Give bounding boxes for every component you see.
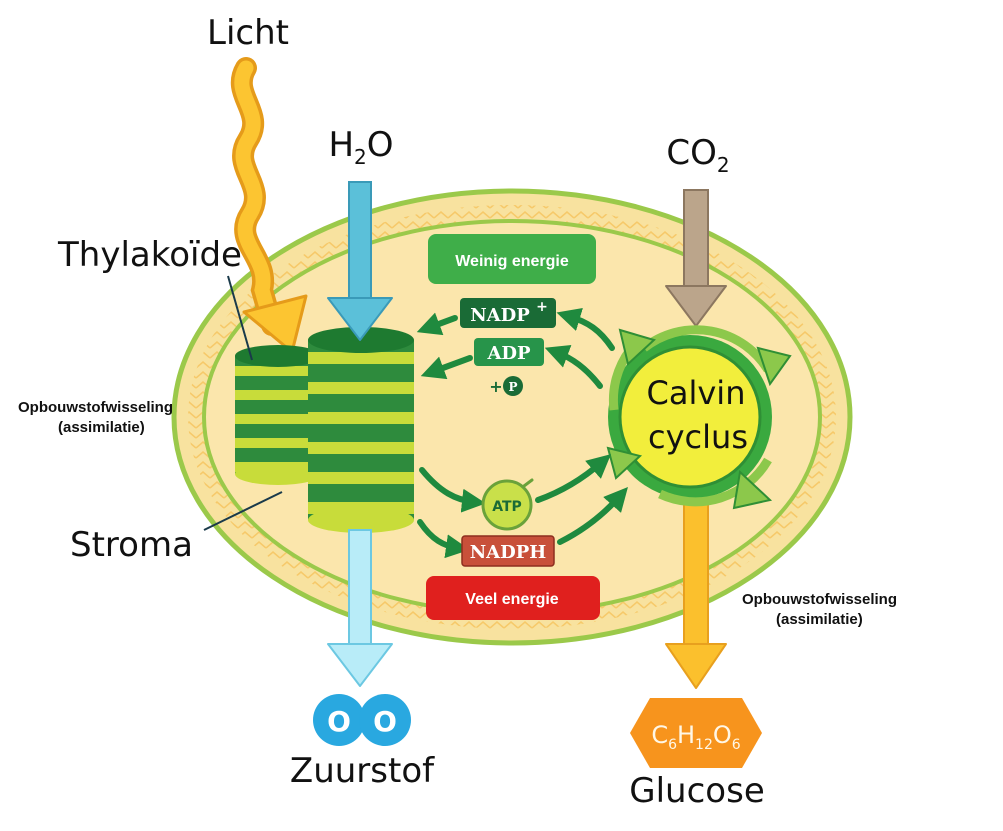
low-energy-box: Weinig energie — [428, 234, 596, 284]
glucose-label: Glucose — [629, 771, 764, 811]
anabolism-right-line1: Opbouwstofwisseling — [742, 591, 897, 608]
anabolism-left-line1: Opbouwstofwisseling — [18, 399, 173, 416]
anabolism-right-line2: (assimilatie) — [776, 611, 863, 628]
glucose-arrow — [665, 497, 727, 689]
stroma-label: Stroma — [70, 525, 193, 565]
low-energy-label: Weinig energie — [455, 253, 569, 270]
thylakoid-pointer — [227, 275, 253, 361]
oxygen-label: Zuurstof — [290, 751, 435, 791]
oxygen-atom-1: O — [327, 705, 351, 738]
oxygen-arrow — [327, 529, 393, 687]
calvin-cycle: Calvin cyclus — [606, 325, 792, 510]
water-arrow — [327, 181, 393, 341]
adp-label: ADP — [486, 343, 531, 364]
co2-arrow — [665, 189, 727, 327]
anabolism-left-line2: (assimilatie) — [58, 419, 145, 436]
nadp-box: NADP + — [460, 298, 556, 328]
phosphate-letter: P — [508, 380, 517, 394]
thylakoid-stack-front — [308, 327, 414, 533]
high-energy-box: Veel energie — [426, 576, 600, 620]
calvin-label-line2: cyclus — [648, 418, 748, 456]
stroma-pointer — [203, 491, 283, 531]
co2-label: CO2 — [666, 133, 729, 177]
thylakoid-label: Thylakoïde — [57, 235, 242, 275]
glucose-formula: C6H12O6 — [651, 721, 740, 753]
high-energy-label: Veel energie — [465, 591, 558, 608]
reaction-arrows — [416, 307, 628, 559]
nadp-superscript: + — [536, 299, 548, 315]
atp-label: ATP — [492, 499, 522, 515]
atp-molecule: ATP — [481, 478, 534, 531]
pointer-lines — [203, 275, 283, 531]
phosphate-group: + P — [489, 376, 523, 396]
glucose-molecule: C6H12O6 — [630, 698, 762, 768]
oxygen-molecule: O O — [313, 694, 411, 746]
adp-box: ADP — [474, 338, 544, 366]
nadp-label: NADP — [470, 305, 530, 326]
oxygen-atom-2: O — [373, 705, 397, 738]
nadph-label: NADPH — [470, 542, 547, 563]
calvin-label-line1: Calvin — [647, 374, 746, 412]
thylakoid-stack-back — [235, 345, 321, 485]
light-arrow — [230, 57, 308, 354]
plus-sign: + — [489, 377, 502, 396]
nadph-box: NADPH — [461, 535, 555, 567]
light-label: Licht — [207, 13, 289, 53]
water-label: H2O — [328, 125, 393, 169]
